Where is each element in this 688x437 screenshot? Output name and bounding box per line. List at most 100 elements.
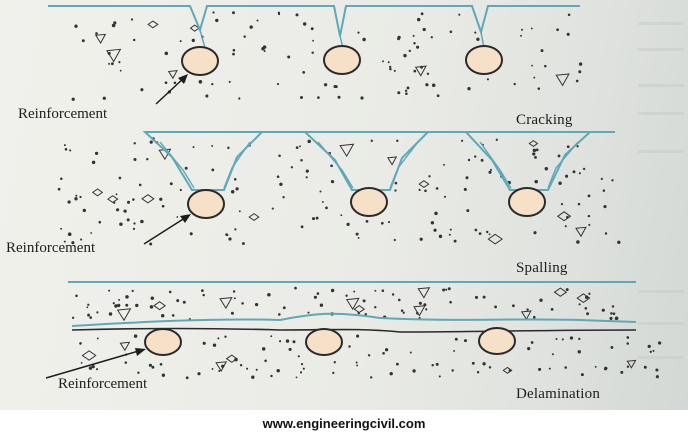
aggregate-dot	[610, 345, 614, 349]
aggregate-dot	[389, 372, 393, 376]
aggregate-dot	[397, 35, 401, 40]
aggregate-dot	[63, 240, 66, 243]
leader-arrow	[45, 349, 143, 379]
aggregate-dot	[67, 232, 72, 236]
aggregate-dot	[495, 138, 498, 141]
aggregate-stone	[116, 308, 132, 322]
aggregate-dot	[403, 53, 407, 58]
aggregate-dot	[211, 367, 214, 370]
aggregate-dot	[461, 139, 464, 142]
aggregate-dot	[228, 80, 231, 83]
aggregate-dot	[295, 13, 299, 17]
aggregate-stone	[520, 310, 532, 321]
aggregate-dot	[557, 154, 561, 158]
concrete-deterioration-diagram	[45, 5, 662, 380]
aggregate-dot	[168, 290, 172, 294]
aggregate-dot	[159, 197, 163, 201]
aggregate-dot	[302, 71, 306, 74]
aggregate-dot	[537, 87, 541, 90]
aggregate-dot	[384, 348, 389, 352]
aggregate-stone	[555, 73, 570, 87]
aggregate-dot	[149, 140, 153, 144]
aggregate-dot	[123, 209, 127, 213]
leader-arrow	[143, 215, 189, 245]
aggregate-dot	[98, 220, 102, 224]
aggregate-dot	[288, 347, 292, 351]
aggregate-dot	[179, 188, 182, 192]
aggregate-dot	[360, 96, 364, 100]
aggregate-dot	[602, 189, 606, 192]
aggregate-dot	[171, 314, 175, 317]
aggregate-dot	[394, 181, 398, 185]
aggregate-dot	[397, 91, 401, 95]
aggregate-dot	[438, 234, 443, 239]
aggregate-dot	[133, 142, 136, 145]
aggregate-dot	[580, 373, 584, 377]
aggregate-dot	[534, 155, 537, 159]
aggregate-dot	[643, 365, 647, 369]
aggregate-dot	[564, 225, 567, 228]
aggregate-dot	[511, 304, 515, 308]
aggregate-stone	[94, 33, 107, 44]
aggregate-dot	[413, 42, 416, 45]
aggregate-dot	[489, 168, 493, 171]
aggregate-dot	[71, 316, 75, 319]
rebar	[187, 189, 225, 219]
aggregate-dot	[270, 335, 273, 338]
delamination-caption: Delamination	[516, 386, 601, 402]
aggregate-particles	[57, 11, 662, 380]
aggregate-dot	[400, 309, 404, 312]
aggregate-dot	[419, 237, 423, 241]
aggregate-dot	[255, 368, 258, 371]
aggregate-stone	[215, 361, 228, 372]
rebar	[323, 45, 361, 75]
aggregate-dot	[566, 145, 570, 149]
aggregate-dot	[418, 188, 421, 191]
aggregate-dot	[267, 292, 271, 297]
aggregate-dot	[603, 205, 607, 209]
delamination-plane-line	[71, 327, 637, 333]
aggregate-dot	[406, 86, 410, 90]
aggregate-stone	[107, 195, 119, 204]
aggregate-dot	[126, 200, 131, 204]
aggregate-dot	[278, 154, 281, 157]
aggregate-dot	[137, 371, 140, 374]
aggregate-dot	[657, 341, 662, 345]
aggregate-dot	[431, 363, 434, 367]
aggregate-stone	[626, 359, 637, 369]
aggregate-dot	[532, 148, 537, 153]
aggregate-dot	[238, 210, 241, 213]
aggregate-dot	[434, 211, 438, 216]
aggregate-dot	[337, 95, 341, 99]
aggregate-dot	[362, 37, 366, 42]
aggregate-dot	[626, 365, 630, 368]
aggregate-dot	[453, 239, 457, 243]
aggregate-dot	[402, 311, 405, 314]
aggregate-dot	[197, 372, 201, 376]
aggregate-dot	[211, 82, 214, 86]
aggregate-dot	[476, 370, 480, 374]
aggregate-dot	[356, 364, 359, 367]
aggregate-dot	[69, 149, 72, 152]
aggregate-dot	[370, 139, 373, 142]
aggregate-dot	[325, 206, 328, 210]
aggregate-dot	[279, 340, 282, 343]
aggregate-dot	[140, 88, 144, 92]
aggregate-dot	[458, 13, 461, 16]
aggregate-stone	[339, 143, 355, 158]
aggregate-dot	[409, 351, 412, 354]
aggregate-dot	[149, 242, 153, 246]
aggregate-dot	[424, 189, 427, 193]
aggregate-dot	[395, 362, 399, 366]
aggregate-dot	[205, 94, 209, 98]
aggregate-dot	[305, 176, 308, 179]
aggregate-dot	[614, 316, 619, 320]
aggregate-dot	[233, 178, 237, 181]
aggregate-dot	[264, 359, 267, 363]
aggregate-dot	[161, 204, 165, 208]
aggregate-dot	[533, 231, 537, 235]
aggregate-dot	[89, 316, 92, 319]
aggregate-dot	[355, 361, 358, 364]
aggregate-dot	[577, 202, 581, 206]
aggregate-dot	[520, 28, 524, 31]
